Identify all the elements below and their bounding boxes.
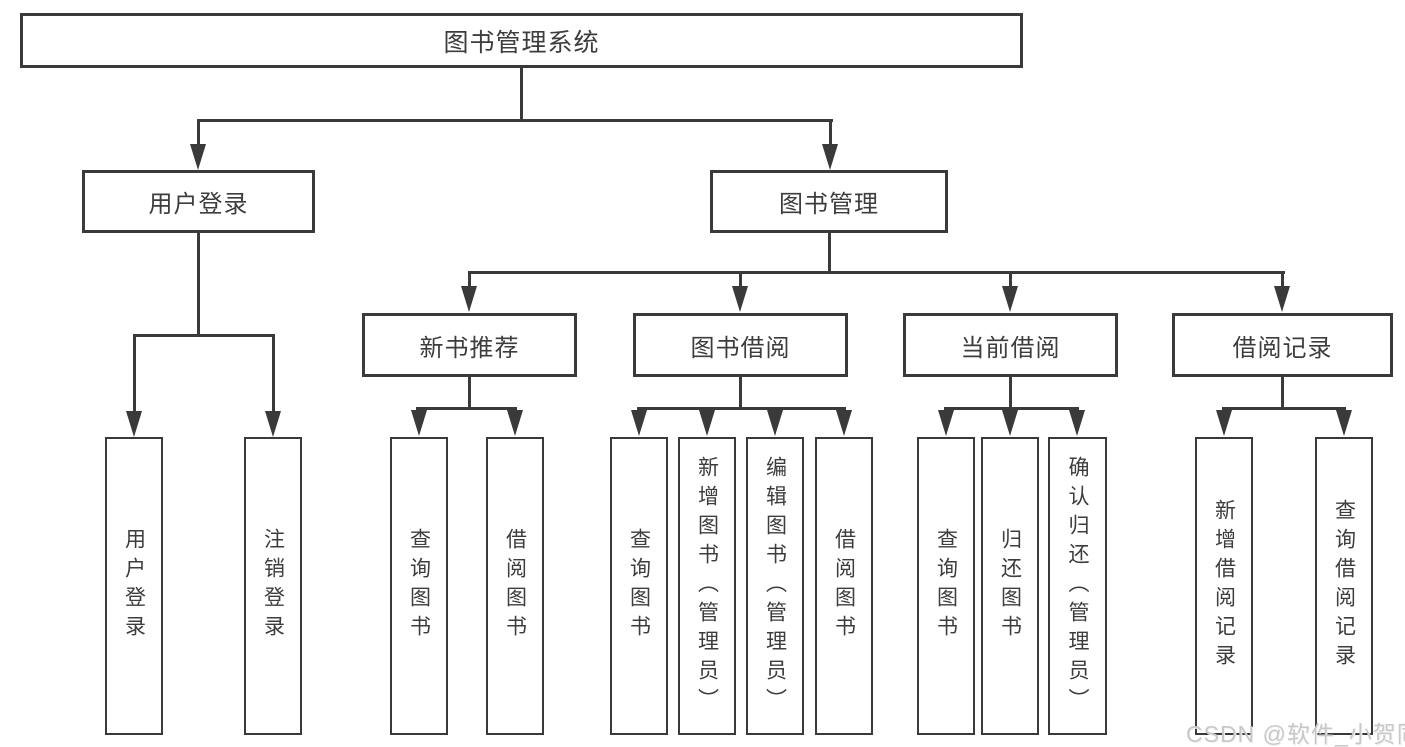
connector-root-stem — [520, 68, 523, 122]
leaf-bb-add-books-admin: 新增图书（管理员） — [678, 437, 736, 735]
arrow-down-icon — [1336, 410, 1352, 436]
leaf-nbr-borrow-books: 借阅图书 — [486, 437, 544, 735]
node-current-borrow-label: 当前借阅 — [960, 334, 1061, 362]
connector-level3-rail — [468, 271, 1285, 274]
leaf-user-login-label: 用户登录 — [122, 528, 146, 644]
leaf-nbr-query-books: 查询图书 — [390, 437, 448, 735]
connector-level2-rail — [197, 119, 833, 122]
arrow-down-icon — [1274, 286, 1290, 312]
arrow-down-icon — [507, 410, 523, 436]
leaf-bb-edit-books-admin: 编辑图书（管理员） — [746, 437, 804, 735]
node-book-management: 图书管理 — [710, 170, 948, 233]
connector-bb-rail — [637, 407, 846, 410]
node-root-label: 图书管理系统 — [443, 28, 600, 57]
arrow-down-icon — [1069, 410, 1085, 436]
arrow-down-icon — [938, 410, 954, 436]
arrow-down-icon — [126, 411, 142, 437]
leaf-br-query-record: 查询借阅记录 — [1315, 437, 1373, 735]
leaf-nbr-borrow-books-label: 借阅图书 — [503, 528, 527, 644]
arrow-down-icon — [1002, 410, 1018, 436]
connector-leaf-stem — [272, 334, 275, 412]
leaf-br-add-record-label: 新增借阅记录 — [1212, 499, 1236, 673]
leaf-cb-confirm-return-admin: 确认归还（管理员） — [1048, 437, 1107, 735]
connector-leaf-stem — [739, 271, 742, 287]
arrow-down-icon — [822, 144, 838, 170]
node-current-borrow: 当前借阅 — [903, 313, 1118, 377]
connector-leaf-stem — [1281, 271, 1284, 287]
arrow-down-icon — [411, 410, 427, 436]
connector-cb-down — [1009, 377, 1012, 410]
node-new-book-recommend: 新书推荐 — [362, 313, 577, 377]
connector-leaf-stem — [468, 271, 471, 287]
leaf-cb-return-books-label: 归还图书 — [998, 528, 1022, 644]
watermark-text: CSDN @软件_小贺同学 — [1186, 721, 1405, 747]
connector-nbr-rail — [416, 407, 517, 410]
arrow-down-icon — [461, 286, 477, 312]
node-book-borrow-label: 图书借阅 — [690, 334, 791, 362]
connector-br-down — [1281, 377, 1284, 410]
connector-leaf-stem — [1009, 271, 1012, 287]
leaf-logout: 注销登录 — [244, 437, 302, 735]
node-book-borrow: 图书借阅 — [633, 313, 848, 377]
arrow-down-icon — [732, 286, 748, 312]
leaf-cb-query-books: 查询图书 — [917, 437, 975, 735]
leaf-logout-label: 注销登录 — [261, 528, 285, 644]
leaf-user-login: 用户登录 — [105, 437, 163, 735]
leaf-bb-edit-books-admin-label: 编辑图书（管理员） — [763, 455, 787, 717]
node-user-login-label: 用户登录 — [148, 191, 249, 218]
connector-user-login-stem — [197, 119, 200, 146]
node-root: 图书管理系统 — [20, 13, 1023, 68]
arrow-down-icon — [836, 410, 852, 436]
connector-user-login-rail — [133, 334, 275, 337]
arrow-down-icon — [767, 410, 783, 436]
arrow-down-icon — [190, 144, 206, 170]
connector-br-rail — [1222, 407, 1346, 410]
connector-leaf-stem — [133, 334, 136, 412]
arrow-down-icon — [1002, 286, 1018, 312]
node-borrow-records: 借阅记录 — [1172, 313, 1393, 377]
leaf-cb-return-books: 归还图书 — [981, 437, 1039, 735]
leaf-br-add-record: 新增借阅记录 — [1195, 437, 1253, 735]
connector-book-mgmt-stem — [829, 119, 832, 146]
leaf-nbr-query-books-label: 查询图书 — [407, 528, 431, 644]
arrow-down-icon — [699, 410, 715, 436]
node-book-management-label: 图书管理 — [779, 191, 879, 218]
leaf-br-query-record-label: 查询借阅记录 — [1332, 499, 1356, 673]
leaf-bb-query-books-label: 查询图书 — [627, 528, 651, 644]
connector-user-login-down — [197, 233, 200, 337]
leaf-cb-query-books-label: 查询图书 — [934, 528, 958, 644]
leaf-bb-borrow-books: 借阅图书 — [815, 437, 873, 735]
node-user-login: 用户登录 — [82, 170, 315, 233]
arrow-down-icon — [631, 410, 647, 436]
arrow-down-icon — [265, 411, 281, 437]
arrow-down-icon — [1216, 410, 1232, 436]
leaf-bb-borrow-books-label: 借阅图书 — [832, 528, 856, 644]
leaf-bb-add-books-admin-label: 新增图书（管理员） — [695, 455, 719, 717]
connector-book-mgmt-down — [828, 233, 831, 274]
connector-bb-down — [739, 377, 742, 410]
connector-cb-rail — [944, 407, 1079, 410]
leaf-cb-confirm-return-admin-label: 确认归还（管理员） — [1066, 455, 1089, 717]
node-new-book-recommend-label: 新书推荐 — [419, 334, 520, 362]
node-borrow-records-label: 借阅记录 — [1232, 334, 1333, 362]
connector-nbr-down — [468, 377, 471, 410]
leaf-bb-query-books: 查询图书 — [610, 437, 668, 735]
